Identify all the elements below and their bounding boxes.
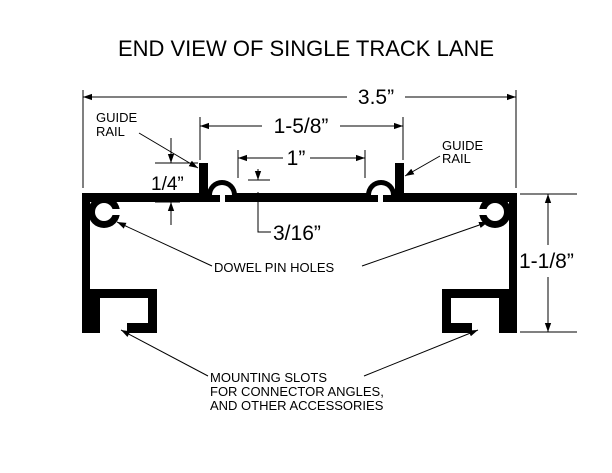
top-deck (82, 193, 517, 202)
right-mounting-slot (442, 289, 509, 333)
dim-overall-height-label: 1-1/8” (519, 250, 574, 273)
mounting-slots-label-line1: MOUNTING SLOTS (210, 370, 327, 385)
dowel-pin-holes-label: DOWEL PIN HOLES (214, 260, 334, 275)
track-profile (82, 163, 517, 333)
right-guide-rail (395, 163, 404, 195)
callout-guide-rail-right: GUIDE RAIL (404, 138, 484, 177)
left-guide-rail (199, 163, 208, 195)
callout-dowel-pin-holes: DOWEL PIN HOLES (116, 221, 489, 275)
callout-guide-rail-left: GUIDE RAIL (96, 110, 199, 169)
right-groove (366, 180, 396, 202)
dim-rail-height-label: 1/4” (151, 174, 184, 195)
guide-rail-right-label-line2: RAIL (442, 151, 471, 166)
dim-groove-depth-label: 3/16” (273, 222, 321, 245)
dim-rail-height: 1/4” (151, 138, 198, 225)
dim-overall-width: 3.5” (82, 86, 517, 188)
guide-rail-left-label-line2: RAIL (96, 124, 125, 139)
right-wall (509, 193, 517, 333)
guide-rail-left-label-line1: GUIDE (96, 110, 138, 125)
left-wall (82, 193, 90, 333)
left-mounting-slot (90, 289, 157, 333)
dim-rail-spacing-label: 1-5/8” (274, 115, 329, 138)
mounting-slots-label-line3: AND OTHER ACCESSORIES (210, 398, 384, 413)
left-dowel-pin-hole (88, 196, 124, 228)
mounting-slots-label-line2: FOR CONNECTOR ANGLES, (210, 384, 384, 399)
left-groove (207, 180, 237, 202)
dim-rail-spacing: 1-5/8” (199, 115, 404, 160)
page-title: END VIEW OF SINGLE TRACK LANE (118, 36, 494, 61)
right-dowel-pin-hole (475, 196, 511, 228)
dim-groove-spacing-label: 1” (287, 147, 306, 170)
callout-mounting-slots: MOUNTING SLOTS FOR CONNECTOR ANGLES, AND… (120, 329, 479, 413)
dim-overall-height: 1-1/8” (519, 193, 577, 333)
guide-rail-right-label-line1: GUIDE (442, 138, 484, 153)
dim-groove-spacing: 1” (237, 147, 366, 178)
dim-overall-width-label: 3.5” (358, 86, 394, 109)
dim-groove-depth: 3/16” (248, 169, 321, 245)
